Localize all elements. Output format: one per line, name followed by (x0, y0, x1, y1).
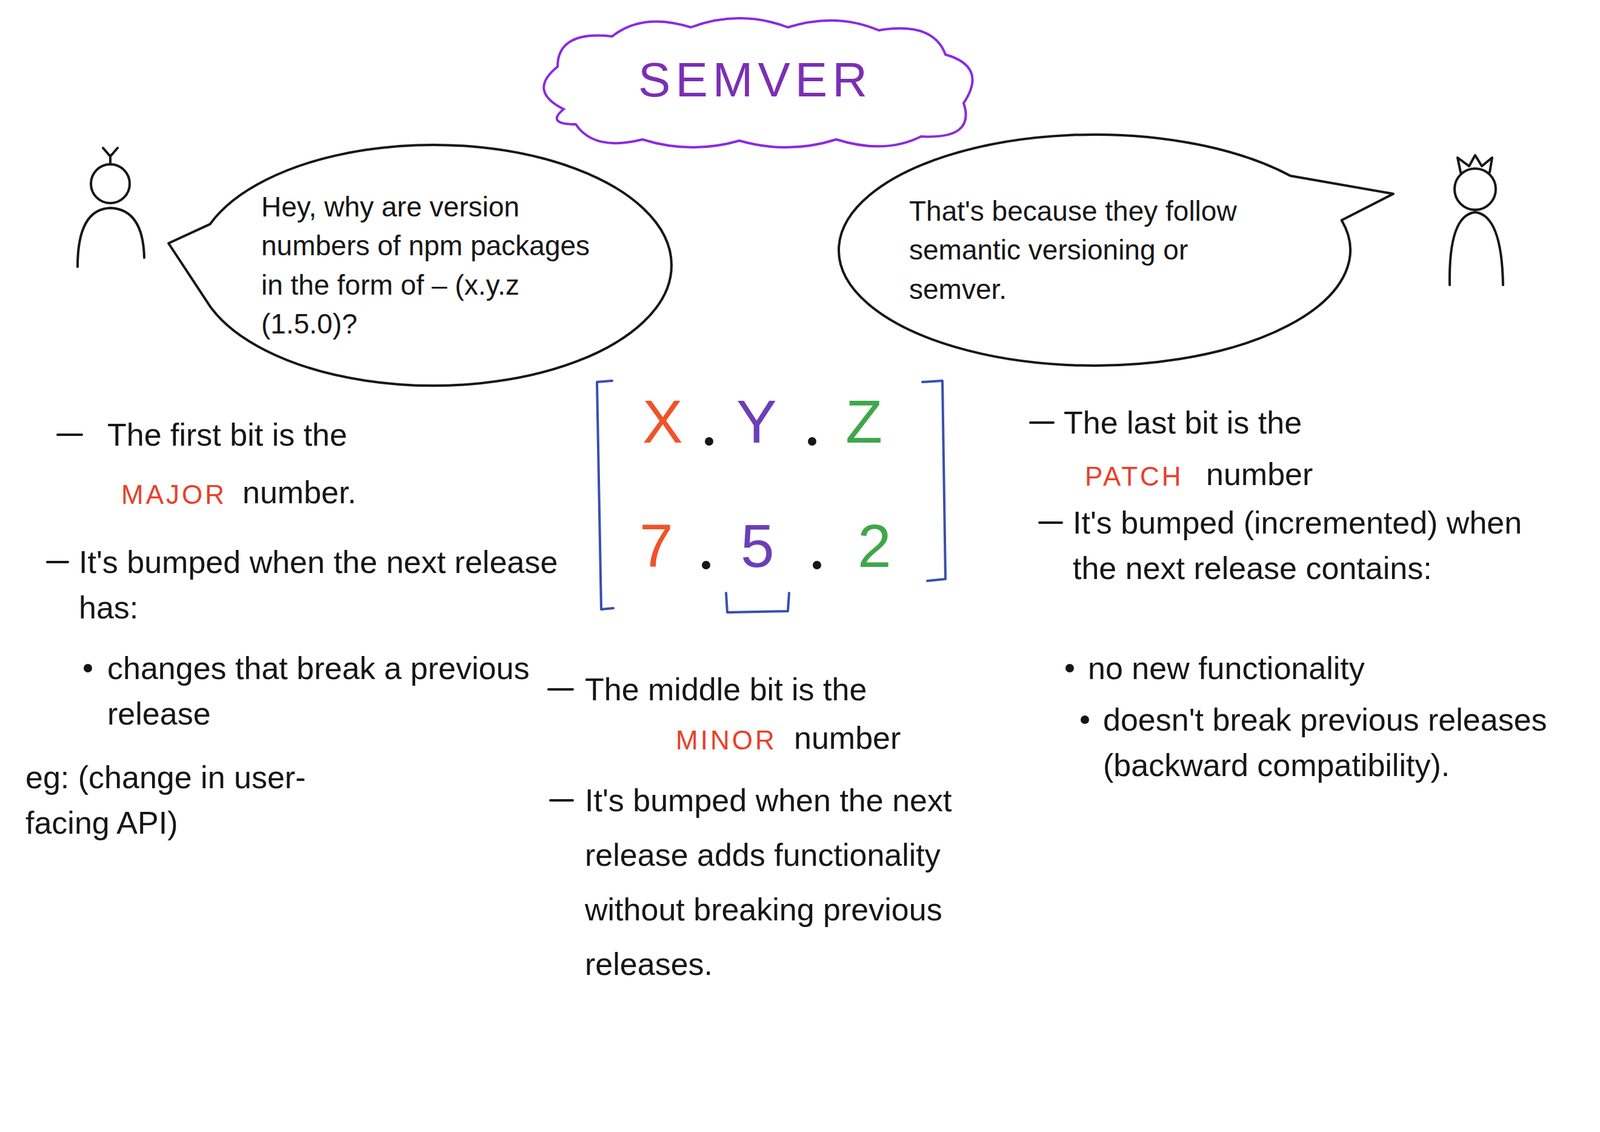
version-number: 2 (857, 515, 892, 576)
note-text: The middle bit is the (584, 666, 1010, 713)
note-text: It's bumped when the next release adds f… (584, 772, 1022, 991)
figure-head (90, 164, 130, 204)
title-cloud (543, 18, 973, 148)
left-bracket (596, 380, 614, 610)
dash (1039, 521, 1062, 524)
keyword: MINOR (675, 716, 777, 763)
keyword: MAJOR (121, 471, 227, 517)
right-stick-figure (1449, 155, 1504, 285)
figure-body (1449, 212, 1504, 285)
bullet (1065, 663, 1074, 673)
dash (57, 433, 82, 436)
note-text: It's bumped when the next release has: (78, 539, 576, 631)
right-bracket (922, 380, 946, 581)
bullet-text: no new functionality (1087, 645, 1573, 691)
version-number: 5 (740, 515, 775, 576)
note-text: number (793, 715, 901, 761)
figure-crown (1457, 155, 1493, 173)
figure-body (77, 207, 145, 267)
dot (704, 436, 714, 446)
dash (1030, 421, 1054, 424)
speech-bubble: That's because they follow semantic vers… (836, 132, 1353, 368)
minor-bracket (726, 592, 790, 613)
bubble-text: That's because they follow semantic vers… (909, 191, 1280, 309)
note-text: The last bit is the (1063, 400, 1573, 446)
bubble-outline (193, 143, 674, 388)
version-letter: Y (736, 390, 777, 452)
keyword: PATCH (1084, 453, 1184, 499)
note-text: The first bit is the (107, 412, 348, 458)
bubble-text: Hey, why are version numbers of npm pack… (261, 187, 607, 344)
left-stick-figure (77, 147, 145, 267)
bullet-text: doesn't break previous releases (backwar… (1103, 696, 1564, 788)
bubble-shape (168, 144, 672, 386)
bullet-text: changes that break a previous release (107, 645, 580, 737)
dash (550, 798, 573, 802)
dash (548, 687, 573, 691)
bubble-shape (838, 134, 1394, 366)
title: SEMVER (638, 55, 873, 105)
dot (807, 436, 817, 446)
bullet (83, 663, 93, 673)
figure-head (1454, 168, 1496, 210)
dash (47, 560, 68, 564)
dot (701, 560, 711, 570)
version-number: 7 (639, 515, 674, 576)
note-text: number. (242, 469, 357, 516)
dot (812, 560, 822, 570)
speech-bubble: Hey, why are version numbers of npm pack… (193, 143, 674, 388)
version-letter: X (642, 390, 684, 452)
dash-bullets (47, 422, 1062, 800)
example-text: eg: (change in user-facing API) (25, 754, 365, 846)
version-letter: Z (845, 390, 883, 452)
figure-antenna (103, 147, 118, 165)
note-text: number (1206, 451, 1313, 497)
note-text: It's bumped (incremented) when the next … (1072, 500, 1570, 591)
bullet (1080, 715, 1090, 724)
version-brackets (596, 380, 946, 613)
